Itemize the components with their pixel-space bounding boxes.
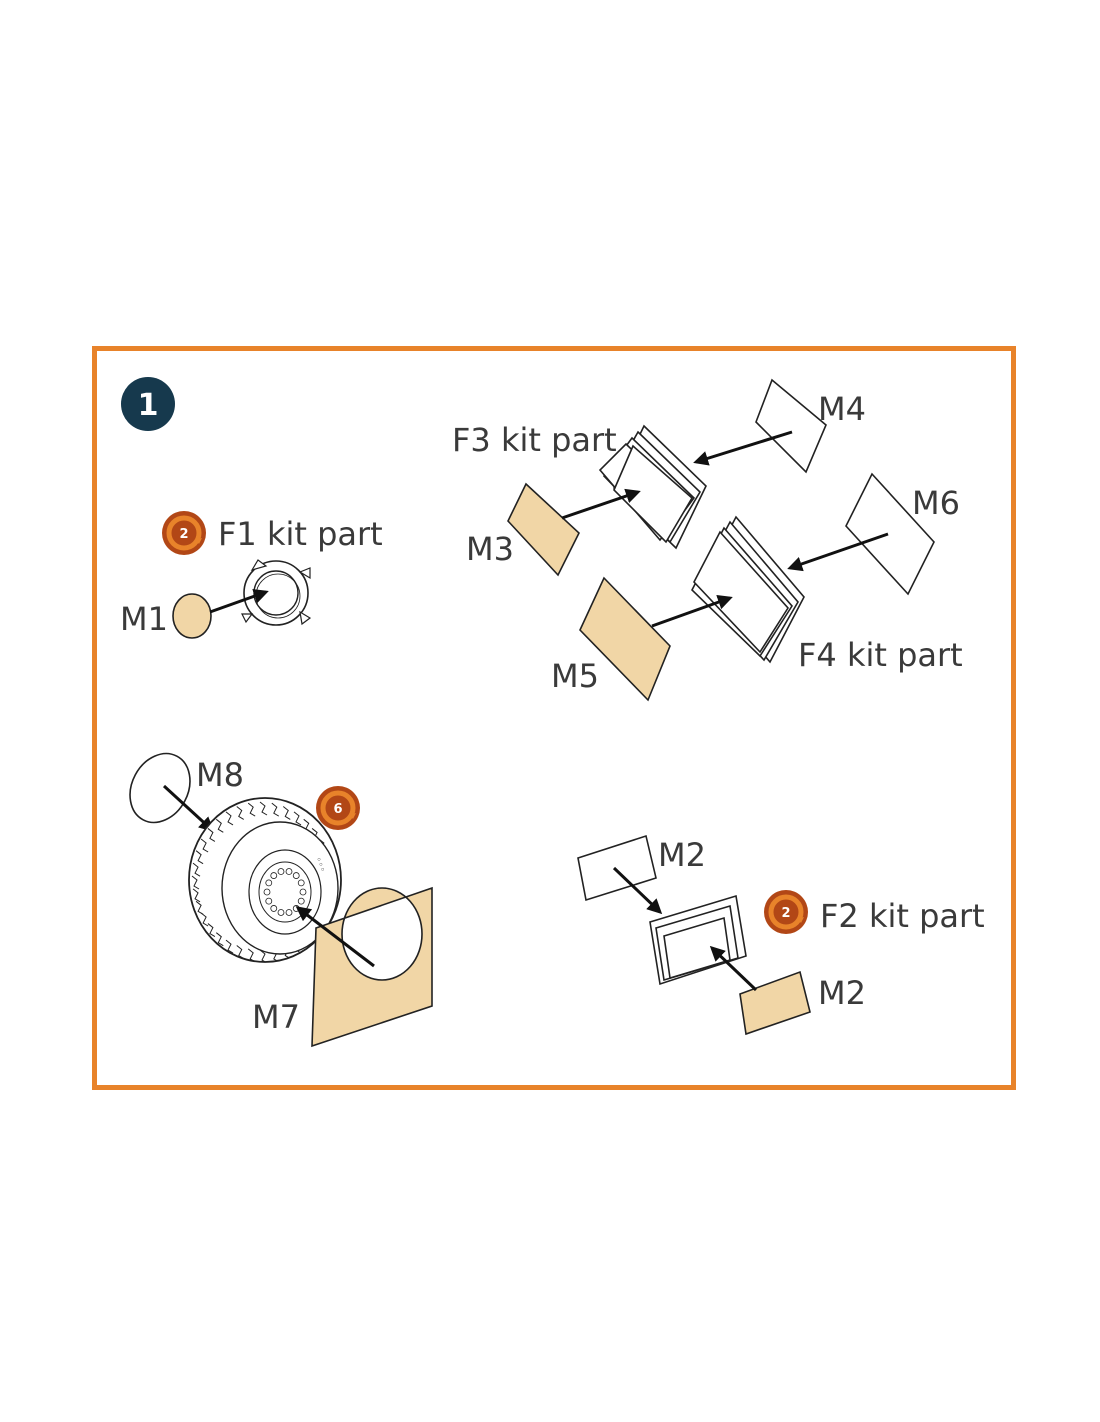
tread-mark	[259, 949, 268, 962]
arrow-m5	[651, 594, 733, 628]
tread-mark	[215, 818, 224, 833]
badge-count-wheel: 6	[333, 802, 342, 817]
arrow-m2-top	[612, 866, 663, 915]
rotate-cycle-icon: 2	[764, 890, 808, 934]
tread-mark	[207, 828, 216, 842]
arrow-m3	[561, 488, 641, 520]
label-f4: F4 kit part	[798, 636, 963, 674]
rotate-badge-f2: 2	[764, 890, 808, 934]
step-number: 1	[138, 388, 159, 423]
rotate-cycle-icon: 2	[162, 511, 206, 555]
tread-mark	[282, 806, 291, 820]
part-m5	[579, 576, 671, 702]
label-m1: M1	[120, 600, 168, 638]
arrow-m1	[209, 588, 269, 614]
arrow-m6	[787, 532, 889, 572]
tread-mark	[293, 811, 302, 826]
arrow-m4	[693, 430, 793, 466]
label-m2-top: M2	[658, 836, 706, 874]
hub-bolt	[297, 897, 305, 905]
hub-bolt	[265, 879, 273, 887]
tread-mark	[259, 801, 268, 816]
hub-bolt	[270, 872, 278, 879]
tread-mark	[247, 948, 256, 962]
label-m4: M4	[818, 390, 866, 428]
hub-bolt	[270, 905, 278, 912]
part-f3-face	[613, 444, 694, 544]
arrow-m2-bottom	[709, 945, 758, 992]
label-f3: F3 kit part	[452, 421, 617, 459]
hub-bolt	[292, 872, 300, 879]
label-m8: M8	[196, 756, 244, 794]
label-f2: F2 kit part	[820, 897, 985, 935]
tread-mark	[215, 932, 224, 947]
tread-mark	[200, 912, 209, 927]
part-m1	[172, 593, 212, 639]
part-m8	[129, 752, 191, 824]
label-m2-bottom: M2	[818, 974, 866, 1012]
part-m7	[311, 886, 433, 1048]
part-f4-face	[693, 530, 790, 654]
label-m3: M3	[466, 530, 514, 568]
badge-count-f2: 2	[781, 906, 790, 921]
tread-mark	[225, 811, 234, 826]
tread-mark	[236, 806, 245, 820]
label-f1: F1 kit part	[218, 515, 383, 553]
arrow-m8	[162, 784, 215, 833]
tread-mark	[207, 923, 216, 937]
hub-bolt	[285, 909, 293, 916]
rotate-badge-f1: 2	[162, 511, 206, 555]
tread-mark	[195, 900, 204, 915]
label-m6: M6	[912, 484, 960, 522]
hub-bolt	[277, 868, 285, 875]
badge-count-f1: 2	[179, 527, 188, 542]
part-m2-top	[577, 834, 657, 902]
hub-bolt	[265, 897, 273, 905]
tread-mark	[225, 939, 234, 954]
tread-mark	[195, 850, 204, 865]
tread-mark	[200, 838, 209, 853]
tread-mark	[271, 802, 280, 817]
rotate-badge-wheel: 6	[316, 786, 360, 830]
tread-mark	[192, 862, 201, 877]
part-m3	[507, 482, 580, 577]
part-f2-frame	[649, 894, 747, 986]
part-m4	[755, 378, 827, 474]
rotate-cycle-icon: 6	[316, 786, 360, 830]
hub-bolt	[277, 909, 285, 916]
tread-mark	[191, 875, 200, 890]
part-m6	[845, 472, 935, 596]
hub-bolt	[299, 888, 307, 896]
step-number-badge: 1	[121, 377, 175, 431]
hub-bolt	[297, 879, 305, 887]
arrow-m7	[295, 906, 375, 968]
hub-bolt	[285, 868, 293, 875]
part-m2-bottom	[739, 970, 811, 1036]
tread-mark	[192, 888, 201, 903]
tread-mark	[247, 802, 256, 817]
label-m5: M5	[551, 657, 599, 695]
step-frame	[92, 346, 1016, 1090]
tread-mark	[236, 945, 245, 959]
label-m7: M7	[252, 998, 300, 1036]
part-f1-ring	[241, 559, 312, 626]
hub-bolt	[263, 888, 271, 896]
